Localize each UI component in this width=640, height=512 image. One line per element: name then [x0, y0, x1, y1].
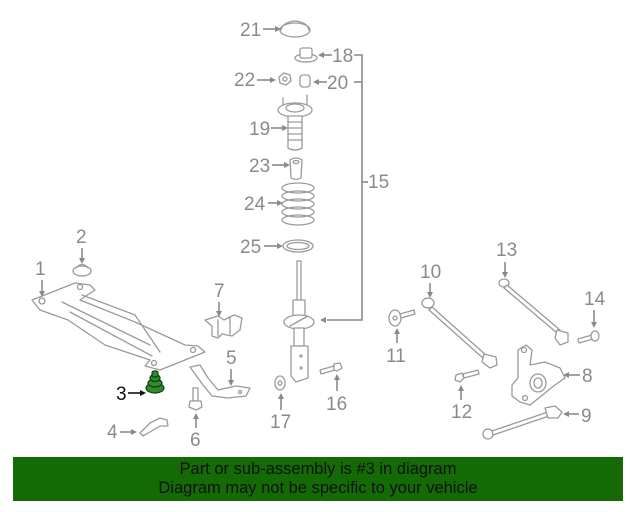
- callout-13-label: 13: [496, 240, 517, 261]
- part-6-bolt[interactable]: [188, 387, 203, 411]
- callout-15-label: 15: [368, 172, 389, 193]
- callout-11[interactable]: 11: [386, 328, 406, 367]
- callout-16-label: 16: [326, 394, 347, 415]
- callout-5[interactable]: 5: [226, 348, 237, 386]
- callout-8[interactable]: 8: [563, 366, 593, 387]
- part-4-cover[interactable]: [139, 417, 169, 437]
- part-10-lateral-link[interactable]: [421, 297, 498, 369]
- part-5-bracket[interactable]: [189, 364, 251, 399]
- part-13-adjustable-link[interactable]: [498, 278, 569, 346]
- part-11-bolt[interactable]: [388, 309, 416, 327]
- part-25-spring-seat[interactable]: [282, 239, 314, 253]
- callout-14-label: 14: [584, 289, 606, 310]
- callout-21-label: 21: [240, 20, 261, 41]
- callout-7-label: 7: [214, 281, 225, 302]
- callout-21[interactable]: 21: [240, 20, 281, 41]
- callout-19[interactable]: 19: [249, 119, 288, 140]
- part-18-nut[interactable]: [294, 47, 318, 63]
- callout-25[interactable]: 25: [240, 237, 283, 258]
- callout-5-label: 5: [226, 348, 237, 369]
- callout-24-label: 24: [244, 194, 266, 215]
- callout-2[interactable]: 2: [76, 227, 87, 264]
- callout-12-label: 12: [451, 402, 472, 423]
- callout-18-label: 18: [332, 46, 353, 67]
- callout-4[interactable]: 4: [107, 422, 137, 443]
- callout-3[interactable]: 3: [116, 384, 146, 405]
- callout-10[interactable]: 10: [420, 262, 441, 298]
- callout-20[interactable]: 20: [313, 73, 348, 94]
- part-23-bump-stop[interactable]: [289, 157, 303, 181]
- callout-7[interactable]: 7: [214, 281, 225, 317]
- part-12-bolt[interactable]: [454, 369, 480, 383]
- callout-23-label: 23: [249, 156, 270, 177]
- info-banner: Part or sub-assembly is #3 in diagram Di…: [13, 457, 623, 501]
- callout-15[interactable]: 15: [320, 54, 389, 323]
- callout-14[interactable]: 14: [584, 289, 606, 328]
- part-19-strut-mount[interactable]: [277, 94, 313, 151]
- part-22-nut[interactable]: [278, 72, 292, 86]
- callout-19-label: 19: [249, 119, 270, 140]
- callout-25-label: 25: [240, 237, 261, 258]
- callout-3-label: 3: [116, 384, 127, 405]
- callout-11-label: 11: [386, 346, 406, 367]
- part-strut-body[interactable]: [283, 260, 315, 383]
- callout-17[interactable]: 17: [270, 393, 291, 433]
- callout-22[interactable]: 22: [234, 70, 276, 91]
- callout-22-label: 22: [234, 70, 255, 91]
- callout-13[interactable]: 13: [496, 240, 517, 278]
- part-2-bushing[interactable]: [72, 263, 92, 277]
- part-17-nut[interactable]: [274, 375, 286, 391]
- callout-12[interactable]: 12: [451, 385, 472, 423]
- callout-1-label: 1: [35, 259, 46, 280]
- banner-part-note: Part or sub-assembly is #3 in diagram: [179, 460, 457, 478]
- part-3-stopper[interactable]: [145, 370, 165, 394]
- callout-18[interactable]: 18: [318, 46, 353, 67]
- callout-23[interactable]: 23: [249, 156, 290, 177]
- callout-17-label: 17: [270, 412, 291, 433]
- part-7-mount-bracket[interactable]: [204, 314, 243, 339]
- callout-8-label: 8: [582, 366, 593, 387]
- callout-2-label: 2: [76, 227, 87, 248]
- callout-24[interactable]: 24: [244, 194, 283, 215]
- part-20-collar[interactable]: [299, 74, 311, 88]
- callout-16[interactable]: 16: [326, 374, 347, 415]
- callout-6-label: 6: [190, 430, 201, 451]
- callout-9[interactable]: 9: [563, 406, 592, 427]
- part-21-cap[interactable]: [279, 20, 311, 38]
- callout-9-label: 9: [581, 406, 592, 427]
- parts-diagram: 21 18 22 20 15: [31, 20, 606, 451]
- callout-4-label: 4: [107, 422, 118, 443]
- callout-10-label: 10: [420, 262, 441, 283]
- callout-1[interactable]: 1: [35, 259, 46, 297]
- part-9-lower-arm[interactable]: [482, 405, 563, 440]
- part-16-bolt[interactable]: [319, 362, 343, 375]
- callout-6[interactable]: 6: [190, 413, 201, 451]
- part-24-coil-spring[interactable]: [281, 182, 315, 226]
- part-1-crossmember[interactable]: [31, 282, 206, 371]
- part-8-knuckle[interactable]: [511, 344, 566, 406]
- part-14-bolt[interactable]: [577, 330, 600, 344]
- banner-disclaimer: Diagram may not be specific to your vehi…: [158, 479, 478, 497]
- callout-20-label: 20: [327, 73, 348, 94]
